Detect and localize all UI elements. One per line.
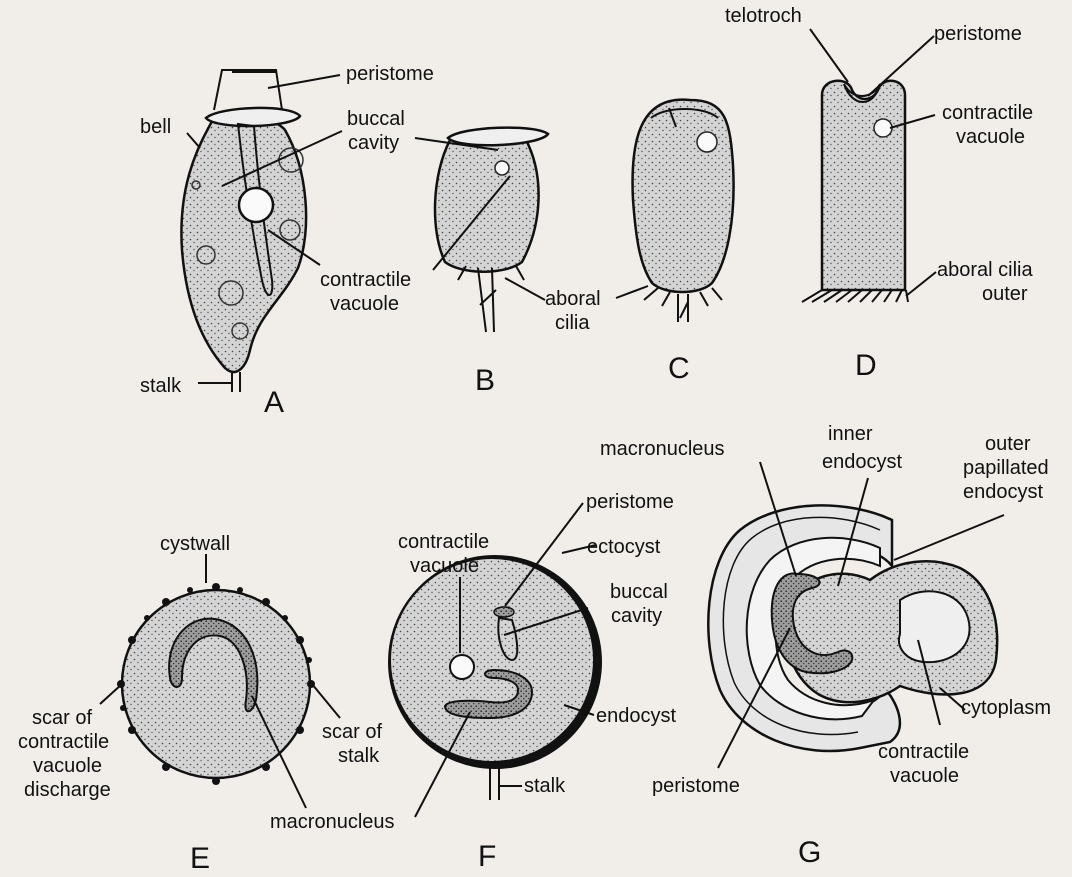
label-d-contractile-1: contractile — [942, 102, 1033, 124]
label-e-cystwall: cystwall — [160, 533, 230, 555]
label-d-contractile-2: vacuole — [956, 126, 1025, 148]
cell-body-c — [633, 100, 734, 292]
panel-c: C — [616, 100, 734, 385]
label-a-bell: bell — [140, 116, 171, 138]
label-g-inner-2: endocyst — [822, 451, 902, 473]
panel-a: peristome bell buccal cavity contractile… — [140, 63, 434, 419]
label-f-peristome: peristome — [586, 491, 674, 513]
label-f-buccal-1: buccal — [610, 581, 668, 603]
label-a-buccal-2: cavity — [348, 132, 399, 154]
label-g-cytoplasm: cytoplasm — [961, 697, 1051, 719]
label-d-peristome: peristome — [934, 23, 1022, 45]
label-e-scar-2: contractile — [18, 731, 109, 753]
panel-letter-c: C — [668, 352, 690, 385]
panel-d: telotroch peristome contractile vacuole … — [725, 5, 1033, 382]
peristome-disc-a — [206, 108, 300, 126]
label-a-peristome: peristome — [346, 63, 434, 85]
label-f-contractile-2: vacuole — [410, 555, 479, 577]
panel-letter-d: D — [855, 349, 877, 382]
label-g-macronucleus: macronucleus — [600, 438, 725, 460]
label-a-contractile-1: contractile — [320, 269, 411, 291]
panel-letter-g: G — [798, 836, 821, 869]
panel-g: macronucleus inner endocyst outer papill… — [600, 423, 1051, 869]
label-e-macronucleus: macronucleus — [270, 811, 395, 833]
panel-letter-e: E — [190, 842, 210, 875]
label-g-outer-3: endocyst — [963, 481, 1043, 503]
label-g-contractile-1: contractile — [878, 741, 969, 763]
panel-letter-f: F — [478, 840, 496, 873]
label-g-outer-2: papillated — [963, 457, 1049, 479]
label-a-stalk: stalk — [140, 375, 182, 397]
endocyst-f — [391, 559, 593, 761]
label-a-buccal-1: buccal — [347, 108, 405, 130]
label-b-aboral-1: aboral — [545, 288, 601, 310]
label-g-contractile-2: vacuole — [890, 765, 959, 787]
label-e-scarstalk-2: stalk — [338, 745, 380, 767]
label-f-contractile-1: contractile — [398, 531, 489, 553]
label-f-buccal-2: cavity — [611, 605, 662, 627]
label-e-scarstalk-1: scar of — [322, 721, 382, 743]
label-b-aboral-2: cilia — [555, 312, 590, 334]
label-d-aboral-2: outer — [982, 283, 1028, 305]
label-f-ectocyst: ectocyst — [587, 536, 661, 558]
label-e-scar-1: scar of — [32, 707, 92, 729]
label-g-outer-1: outer — [985, 433, 1031, 455]
cell-body-d — [822, 81, 905, 290]
panel-b: aboral cilia B — [415, 128, 601, 397]
bell-body-b — [435, 131, 539, 271]
label-g-peristome: peristome — [652, 775, 740, 797]
contractile-vacuole-a — [239, 188, 273, 222]
label-g-inner-1: inner — [828, 423, 873, 445]
panel-letter-a: A — [264, 386, 284, 419]
label-d-aboral-1: aboral cilia — [937, 259, 1033, 281]
panel-e: cystwall scar of contractile vacuole dis… — [18, 533, 395, 875]
label-d-telotroch: telotroch — [725, 5, 802, 27]
label-e-scar-4: discharge — [24, 779, 111, 801]
label-a-contractile-2: vacuole — [330, 293, 399, 315]
label-f-endocyst: endocyst — [596, 705, 676, 727]
panel-letter-b: B — [475, 364, 495, 397]
label-e-scar-3: vacuole — [33, 755, 102, 777]
label-f-stalk: stalk — [524, 775, 566, 797]
panel-f: contractile vacuole peristome ectocyst b… — [388, 491, 676, 873]
